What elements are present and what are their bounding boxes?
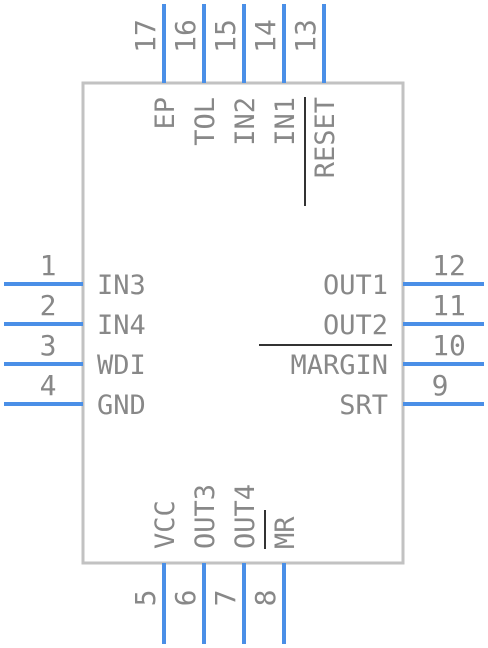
pin-5-label: VCC bbox=[150, 500, 181, 549]
pin-8: 8 MR bbox=[249, 510, 301, 644]
pin-10: 10 MARGIN bbox=[259, 329, 484, 381]
pin-5-number: 5 bbox=[129, 590, 162, 607]
pin-11-label: OUT2 bbox=[323, 310, 388, 341]
pin-14-number: 14 bbox=[249, 19, 282, 53]
pin-4-label: GND bbox=[97, 390, 146, 421]
pin-13-number: 13 bbox=[289, 19, 322, 53]
pin-4: 4 GND bbox=[4, 369, 146, 421]
pin-10-number: 10 bbox=[432, 329, 466, 362]
pin-12: 12 OUT1 bbox=[323, 249, 484, 301]
pin-12-label: OUT1 bbox=[323, 270, 388, 301]
pin-2: 2 IN4 bbox=[4, 289, 146, 341]
component-body bbox=[81, 81, 405, 565]
pin-16: 16 TOL bbox=[169, 4, 221, 146]
pin-9-label: SRT bbox=[339, 390, 388, 421]
pin-13: 13 RESET bbox=[289, 4, 341, 206]
pin-13-label: RESET bbox=[310, 97, 341, 178]
pin-1-number: 1 bbox=[40, 249, 57, 282]
pin-2-number: 2 bbox=[40, 289, 57, 322]
pin-11-number: 11 bbox=[432, 289, 466, 322]
pin-1: 1 IN3 bbox=[4, 249, 146, 301]
pin-15-number: 15 bbox=[209, 19, 242, 53]
pin-6-number: 6 bbox=[169, 590, 202, 607]
pin-7-label: OUT4 bbox=[230, 484, 261, 549]
pin-16-number: 16 bbox=[169, 19, 202, 53]
pin-6: 6 OUT3 bbox=[169, 484, 221, 644]
pin-3-number: 3 bbox=[40, 329, 57, 362]
pin-14-label: IN1 bbox=[270, 97, 301, 146]
pin-15-label: IN2 bbox=[230, 97, 261, 146]
pin-10-label: MARGIN bbox=[290, 350, 388, 381]
pin-11: 11 OUT2 bbox=[323, 289, 484, 341]
pin-9-number: 9 bbox=[432, 369, 449, 402]
pin-1-label: IN3 bbox=[97, 270, 146, 301]
pin-9: 9 SRT bbox=[339, 369, 484, 421]
pin-3-label: WDI bbox=[97, 350, 146, 381]
pin-3: 3 WDI bbox=[4, 329, 146, 381]
pin-7: 7 OUT4 bbox=[209, 484, 261, 644]
pin-17-number: 17 bbox=[129, 19, 162, 53]
pin-15: 15 IN2 bbox=[209, 4, 261, 146]
pin-17-label: EP bbox=[150, 97, 181, 130]
pin-8-number: 8 bbox=[249, 590, 282, 607]
pin-7-number: 7 bbox=[209, 590, 242, 607]
pin-14: 14 IN1 bbox=[249, 4, 301, 146]
pin-8-label: MR bbox=[270, 516, 301, 549]
pin-2-label: IN4 bbox=[97, 310, 146, 341]
pin-17: 17 EP bbox=[129, 4, 181, 130]
pin-4-number: 4 bbox=[40, 369, 57, 402]
pin-6-label: OUT3 bbox=[190, 484, 221, 549]
pin-12-number: 12 bbox=[432, 249, 466, 282]
pin-16-label: TOL bbox=[190, 97, 221, 146]
pin-5: 5 VCC bbox=[129, 500, 181, 644]
